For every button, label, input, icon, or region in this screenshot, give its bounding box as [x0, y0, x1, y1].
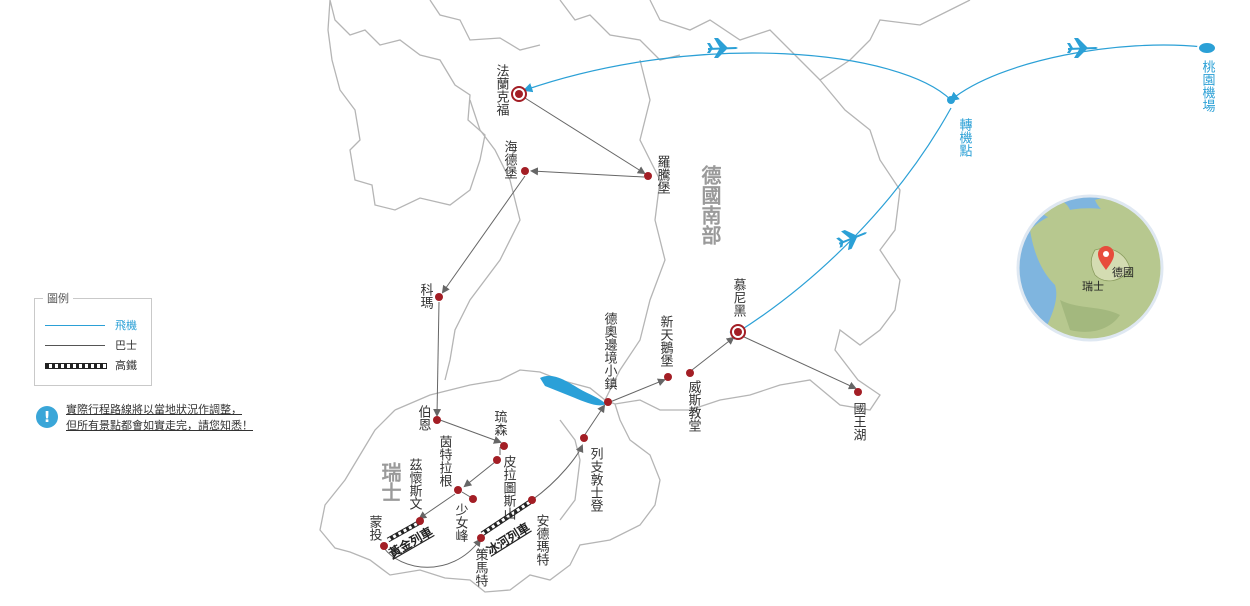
city-label-heidelberg: 海德堡	[502, 140, 518, 179]
notice-line-1: 實際行程路線將以當地狀況作調整，	[66, 403, 242, 416]
transfer-label: 轉機點	[957, 118, 973, 157]
rail-routes	[386, 499, 532, 543]
airport-marker	[1197, 41, 1217, 55]
legend-bus: 巴士	[45, 337, 149, 353]
city-label-zermatt: 策馬特	[473, 547, 489, 587]
lake-constance	[540, 375, 606, 406]
city-label-lindau: 德奧邊境小鎮	[602, 312, 618, 391]
city-label-munich: 慕尼黑	[731, 278, 747, 318]
transfer-point	[947, 96, 955, 104]
city-label-konigssee: 國王湖	[851, 402, 867, 441]
legend-title: 圖例	[43, 290, 73, 306]
city-label-interlaken: 茵特拉根	[437, 435, 453, 487]
legend-flight: 飛機	[45, 317, 149, 333]
plane-icon	[836, 229, 868, 251]
plane-icon	[707, 38, 738, 58]
city-label-frankfurt: 法蘭克福	[494, 64, 510, 116]
legend: 圖例 飛機 巴士 高鐵	[34, 290, 152, 386]
city-label-pilatus: 皮拉圖斯山	[501, 455, 517, 520]
bus-routes	[383, 97, 857, 568]
exclamation-icon: !	[36, 406, 58, 428]
plane-icon	[1067, 38, 1098, 58]
legend-rail: 高鐵	[45, 357, 149, 373]
city-label-bern: 伯恩	[416, 405, 432, 431]
city-label-lucerne: 琉森	[492, 410, 508, 436]
globe-label-germany: 德國	[1112, 265, 1134, 279]
city-label-montreux: 蒙投	[367, 515, 383, 542]
city-label-andermatt: 安德瑪特	[534, 514, 550, 566]
city-label-neuschwanstein: 新天鵝堡	[658, 314, 674, 367]
city-dots	[380, 86, 862, 550]
legend-flight-label: 飛機	[115, 319, 137, 332]
flight-routes	[522, 44, 1204, 340]
notice-line-2: 但所有景點都會如實走完，請您知悉！	[66, 419, 253, 432]
region-label: 德國南部	[698, 164, 722, 245]
city-label-wieskirche: 威斯教堂	[686, 380, 702, 432]
notice-text: 實際行程路線將以當地狀況作調整， 但所有景點都會如實走完，請您知悉！	[66, 402, 253, 434]
location-pin-icon	[1098, 246, 1114, 270]
globe-inset: 德國 瑞士	[1016, 194, 1164, 342]
city-label-lichtenstein: 列支敦士登	[588, 447, 604, 512]
airport-label: 桃園機場	[1200, 60, 1216, 112]
city-label-colmar: 科瑪	[418, 283, 434, 309]
city-label-zweisimmen: 茲懷斯文	[407, 457, 423, 510]
legend-bus-label: 巴士	[115, 339, 137, 352]
legend-rail-label: 高鐵	[115, 359, 137, 372]
city-label-rothenburg: 羅騰堡	[655, 155, 671, 194]
country-label: 瑞士	[378, 462, 402, 502]
globe-label-switzerland: 瑞士	[1082, 279, 1104, 293]
city-label-jungfrau: 少女峰	[453, 503, 469, 542]
